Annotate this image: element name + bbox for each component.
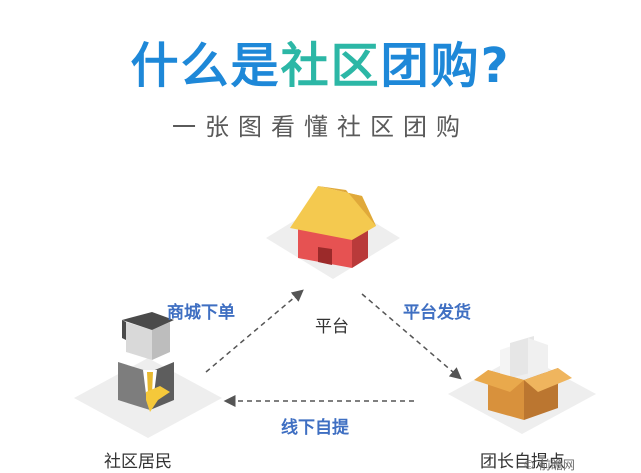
leader-node bbox=[448, 336, 596, 434]
house-icon bbox=[290, 186, 376, 268]
title-part-1: 什么是 bbox=[130, 38, 281, 94]
node-label-leader: 团长自提点 bbox=[480, 452, 565, 472]
watermark: © 前瞻网 bbox=[523, 458, 575, 472]
platform-node bbox=[266, 186, 400, 279]
node-label-resident: 社区居民 bbox=[104, 452, 172, 472]
node-label-platform: 平台 bbox=[315, 317, 349, 337]
edge-label-pickup: 线下自提 bbox=[281, 418, 349, 438]
person-icon bbox=[118, 312, 174, 412]
edge-label-order: 商城下单 bbox=[167, 303, 235, 323]
resident-node bbox=[74, 312, 222, 438]
edge-label-ship: 平台发货 bbox=[403, 303, 471, 323]
page-subtitle: 一张图看懂社区团购 bbox=[172, 113, 469, 141]
arrow-ship bbox=[361, 293, 462, 380]
title-part-2: 社区 bbox=[280, 38, 381, 94]
title-part-3: 团购? bbox=[380, 38, 511, 94]
page-title: 什么是社区团购? bbox=[0, 36, 641, 96]
box-icon bbox=[474, 336, 572, 420]
arrow-order bbox=[205, 289, 304, 373]
